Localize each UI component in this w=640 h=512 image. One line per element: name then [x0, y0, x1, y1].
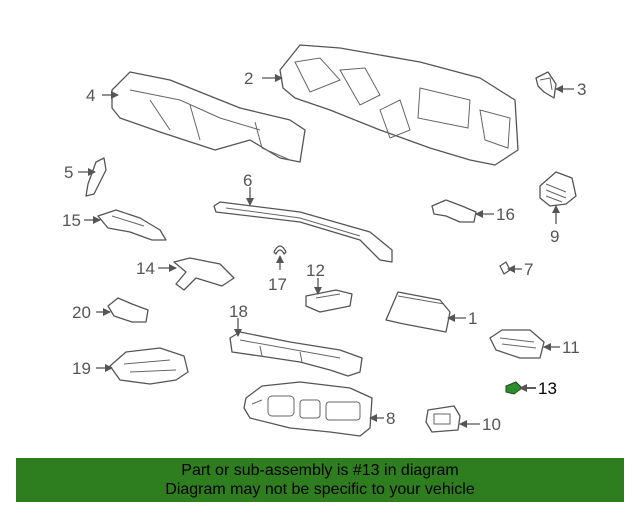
part-11-vent[interactable]: [489, 329, 545, 359]
part-14-duct[interactable]: [173, 257, 235, 291]
callout-13: 13: [538, 379, 557, 398]
part-3-bracket[interactable]: [535, 71, 557, 99]
callout-19: 19: [72, 359, 91, 378]
part-7-clip[interactable]: [499, 261, 511, 275]
banner-line-1: Part or sub-assembly is #13 in diagram: [181, 462, 459, 479]
callout-2: 2: [244, 69, 253, 88]
banner-line-2: Diagram may not be specific to your vehi…: [165, 481, 475, 498]
part-19-duct[interactable]: [109, 347, 189, 385]
part-5-brace[interactable]: [85, 157, 107, 197]
callout-16: 16: [496, 205, 515, 224]
info-banner: Part or sub-assembly is #13 in diagram D…: [16, 458, 624, 502]
callout-7: 7: [524, 260, 533, 279]
part-9-vent[interactable]: [539, 171, 577, 207]
callout-14: 14: [136, 259, 155, 278]
part-2-instrument-panel[interactable]: [279, 44, 519, 166]
part-17-clip[interactable]: [273, 245, 287, 255]
part-15-duct[interactable]: [97, 209, 167, 241]
part-16-bracket[interactable]: [431, 199, 477, 223]
callout-9: 9: [550, 227, 559, 246]
callout-15: 15: [62, 211, 81, 230]
callout-12: 12: [306, 261, 325, 280]
part-6-trim-strip[interactable]: [213, 201, 393, 263]
callout-10: 10: [482, 415, 501, 434]
callout-6: 6: [243, 171, 252, 190]
part-13-highlighted[interactable]: [505, 381, 523, 395]
callout-18: 18: [229, 302, 248, 321]
part-18-support[interactable]: [229, 331, 363, 377]
part-4-reinforcement[interactable]: [111, 71, 306, 163]
part-8-cluster-bezel[interactable]: [243, 381, 373, 437]
callout-8: 8: [386, 409, 395, 428]
part-12-panel[interactable]: [305, 289, 353, 313]
part-10-bracket[interactable]: [425, 405, 461, 433]
callout-1: 1: [468, 309, 477, 328]
callout-20: 20: [72, 303, 91, 322]
callout-3: 3: [577, 80, 586, 99]
callout-11: 11: [562, 338, 580, 357]
callout-5: 5: [64, 163, 73, 182]
callout-17: 17: [268, 275, 287, 294]
part-1-glove-box[interactable]: [385, 291, 451, 333]
callout-4: 4: [86, 86, 95, 105]
part-20-bracket[interactable]: [107, 297, 149, 323]
